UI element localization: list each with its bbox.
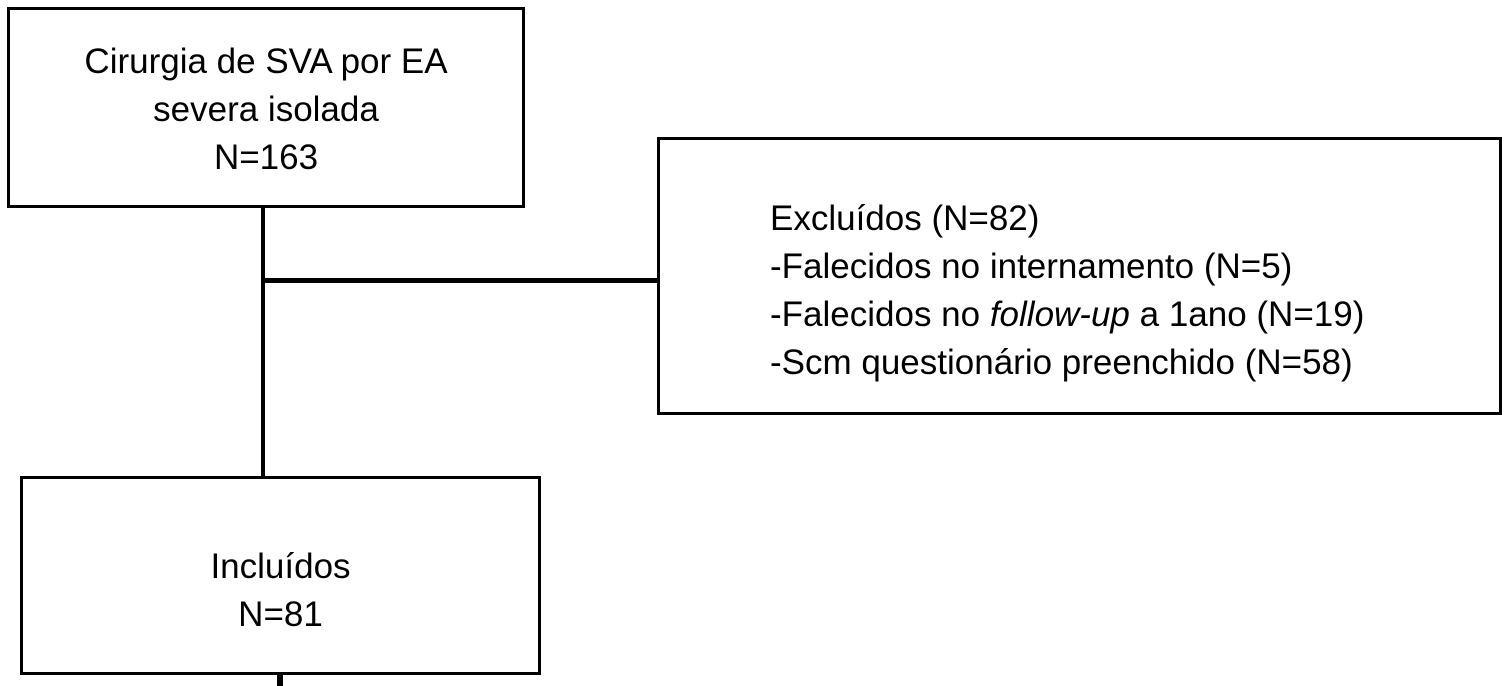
excluded-item-deaths-followup: -Falecidos no follow-up a 1ano (N=19) bbox=[770, 291, 1499, 339]
surgery-cohort-box: Cirurgia de SVA por EA severa isolada N=… bbox=[7, 7, 525, 208]
excluded-item-questionnaire: -Scm questionário preenchido (N=58) bbox=[770, 343, 1353, 382]
connector-vertical-line bbox=[261, 208, 265, 476]
included-label: Incluídos bbox=[210, 547, 351, 586]
excluded-box: Excluídos (N=82) -Falecidos no intername… bbox=[657, 137, 1502, 415]
surgery-cohort-line-1: Cirurgia de SVA por EA bbox=[84, 42, 448, 81]
connector-bottom-stub-line bbox=[277, 674, 283, 686]
excluded-title: Excluídos (N=82) bbox=[770, 199, 1040, 238]
excluded-item-followup-prefix: -Falecidos no bbox=[770, 295, 990, 334]
included-count: N=81 bbox=[238, 595, 323, 634]
excluded-item-deaths-hospital: -Falecidos no internamento (N=5) bbox=[770, 247, 1293, 286]
connector-horizontal-branch-line bbox=[263, 278, 657, 283]
excluded-item-followup-suffix: a 1ano (N=19) bbox=[1129, 295, 1365, 334]
excluded-item-followup-italic: follow-up bbox=[989, 295, 1130, 334]
surgery-cohort-line-2: severa isolada bbox=[153, 90, 379, 129]
included-box: Incluídos N=81 bbox=[20, 476, 541, 675]
surgery-cohort-count: N=163 bbox=[213, 138, 319, 177]
